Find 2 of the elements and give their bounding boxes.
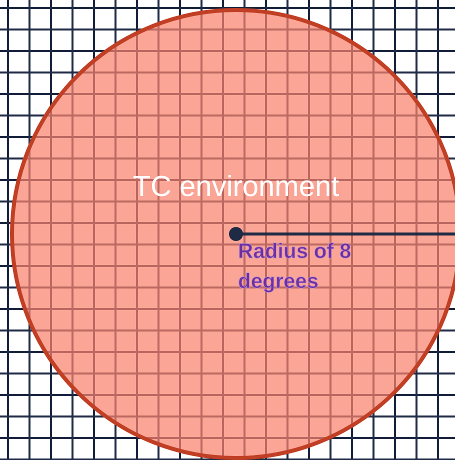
radius-label: Radius of 8 degrees: [238, 239, 352, 295]
circle-region: [10, 8, 455, 460]
